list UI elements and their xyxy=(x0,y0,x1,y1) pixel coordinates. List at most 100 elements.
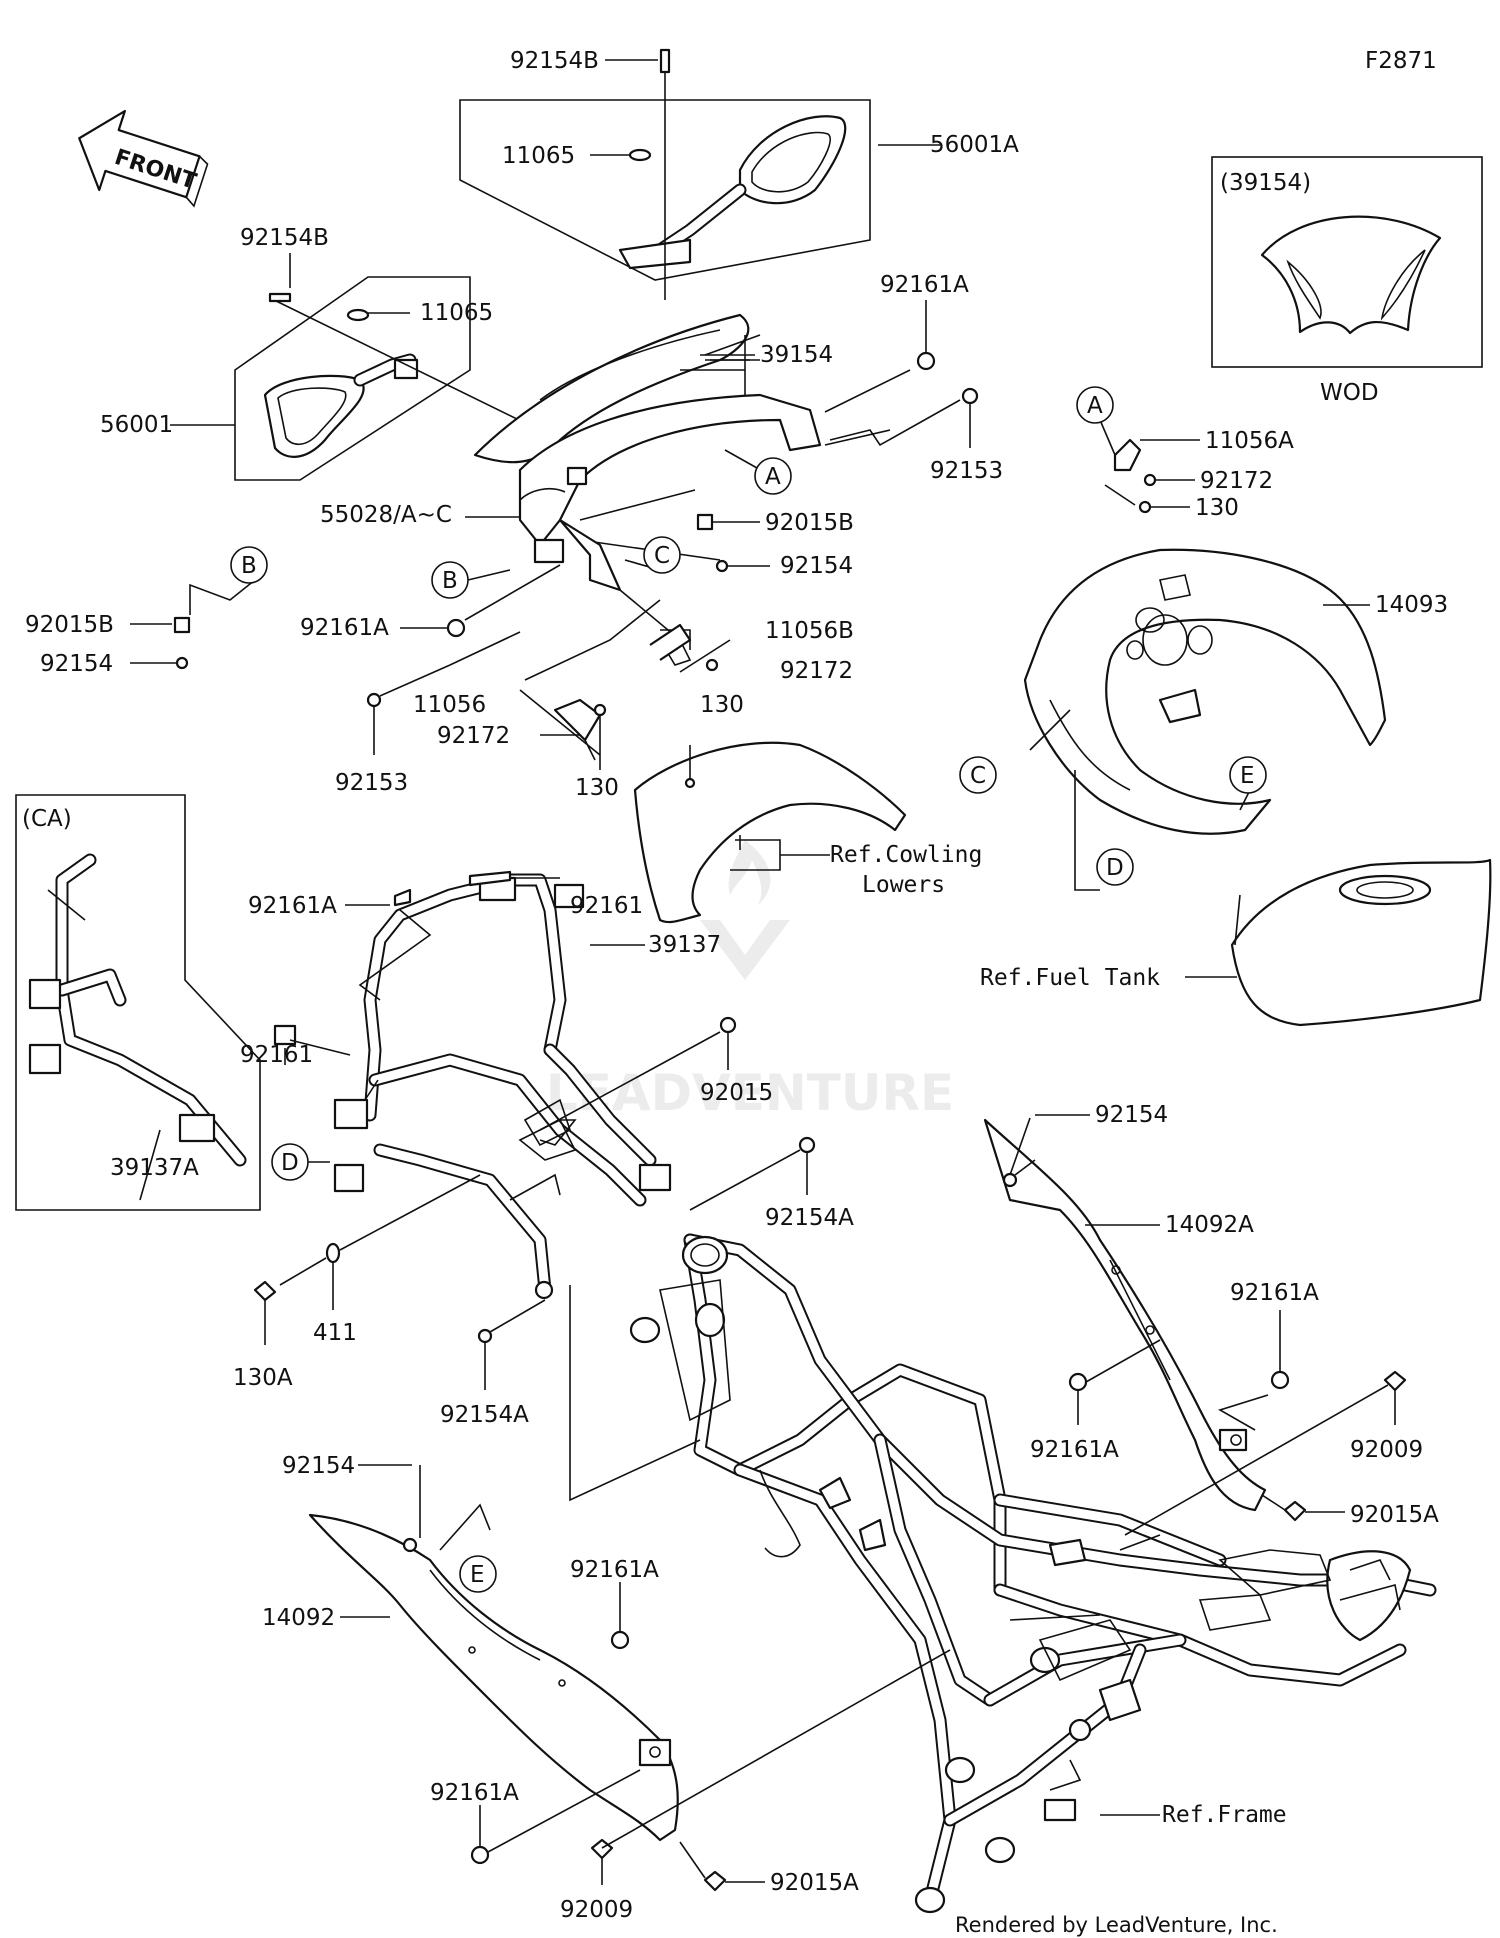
part-label-92154-bottom: 92154 xyxy=(282,1453,355,1479)
part-label-92172-left: 92172 xyxy=(437,723,510,749)
fastener-group-right xyxy=(1068,1310,1407,1536)
side-cover-left-14092 xyxy=(308,1464,679,1842)
part-label-92015b-left: 92015B xyxy=(25,612,114,638)
part-label-55028: 55028/A~C xyxy=(320,502,452,528)
figure-code: F2871 xyxy=(1365,48,1437,74)
part-label-92172-right: 92172 xyxy=(780,658,853,684)
callout-b-center: B xyxy=(431,561,511,599)
ca-inset-box: (CA) 39137A xyxy=(15,794,261,1211)
svg-text:C: C xyxy=(970,763,986,789)
fastener-group-b xyxy=(130,579,256,670)
part-label-92154-center: 92154 xyxy=(780,553,853,579)
callout-e-left: E xyxy=(459,1555,497,1593)
svg-text:A: A xyxy=(1087,393,1103,419)
mirror-right-group xyxy=(459,48,940,300)
part-label-39154: 39154 xyxy=(760,342,833,368)
part-label-130-a: 130 xyxy=(1195,495,1239,521)
callout-a-upper: A xyxy=(724,449,792,495)
part-label-92161-top: 92161 xyxy=(570,893,643,919)
part-label-92015: 92015 xyxy=(700,1080,773,1106)
part-label-11056b: 11056B xyxy=(765,618,854,644)
part-label-56001a: 56001A xyxy=(930,132,1019,158)
part-label-92015a-bottom: 92015A xyxy=(770,1870,859,1896)
variant-label: WOD xyxy=(1320,380,1379,406)
wod-windshield-shape xyxy=(1260,215,1442,335)
upper-frame-39137 xyxy=(333,873,672,1300)
callout-d-left: D xyxy=(271,1143,309,1181)
svg-text:B: B xyxy=(241,553,257,579)
part-label-92015b-center: 92015B xyxy=(765,510,854,536)
main-frame xyxy=(629,1233,1437,1914)
front-arrow: FRONT xyxy=(78,109,209,208)
ca-label: (CA) xyxy=(22,806,72,832)
part-label-92154-left: 92154 xyxy=(40,651,113,677)
part-label-92154b-top: 92154B xyxy=(510,48,599,74)
part-label-92161a-upper: 92161A xyxy=(880,272,969,298)
svg-text:B: B xyxy=(442,568,458,594)
fastener-group-left xyxy=(470,1582,951,1892)
svg-text:E: E xyxy=(470,1562,485,1588)
part-label-92009-bottom: 92009 xyxy=(560,1897,633,1923)
side-cover-right-14092a xyxy=(983,1114,1267,1512)
mirror-left-housing xyxy=(263,374,365,458)
part-label-56001: 56001 xyxy=(100,412,173,438)
part-label-14092: 14092 xyxy=(262,1605,335,1631)
ref-cowling-lowers-line1: Ref.Cowling xyxy=(830,842,982,868)
part-label-92161a-frame: 92161A xyxy=(248,893,337,919)
part-label-92153-upper: 92153 xyxy=(930,458,1003,484)
callout-b-left: B xyxy=(230,546,268,584)
fuel-tank-ref xyxy=(1185,858,1492,1027)
mirror-right-housing xyxy=(738,115,847,205)
part-label-92161a-right-top: 92161A xyxy=(1230,1280,1319,1306)
part-label-14093: 14093 xyxy=(1375,592,1448,618)
stay-bracket-group xyxy=(366,518,731,770)
credit-text: Rendered by LeadVenture, Inc. xyxy=(955,1913,1278,1937)
svg-text:E: E xyxy=(1240,763,1255,789)
part-label-92009-right: 92009 xyxy=(1350,1437,1423,1463)
part-label-92161a-stay: 92161A xyxy=(300,615,389,641)
part-label-11056a: 11056A xyxy=(1205,428,1294,454)
part-label-92154a-left: 92154A xyxy=(440,1402,529,1428)
ref-fuel-tank: Ref.Fuel Tank xyxy=(980,965,1160,991)
part-label-130-left: 130 xyxy=(575,775,619,801)
fastener-92154a-right xyxy=(689,1136,816,1211)
inner-cowl-55028 xyxy=(518,393,822,547)
part-label-92154-right: 92154 xyxy=(1095,1102,1168,1128)
watermark-logo: LEADVENTURE xyxy=(546,840,954,1122)
fastener-group-130a xyxy=(253,1174,546,1390)
callout-a-right: A xyxy=(1076,386,1114,424)
svg-text:C: C xyxy=(654,543,670,569)
part-label-39137a: 39137A xyxy=(110,1155,199,1181)
fastener-group-a xyxy=(1099,419,1200,514)
part-label-130a: 130A xyxy=(233,1365,293,1391)
part-label-11065-left: 11065 xyxy=(420,300,493,326)
svg-text:A: A xyxy=(765,464,781,490)
part-label-92161a-right: 92161A xyxy=(1030,1437,1119,1463)
fastener-group-frame xyxy=(273,870,560,1101)
part-label-92015a-right: 92015A xyxy=(1350,1502,1439,1528)
svg-text:D: D xyxy=(281,1150,299,1176)
ref-cowling-lowers-line2: Lowers xyxy=(862,872,945,898)
part-label-11056: 11056 xyxy=(413,692,486,718)
ref-frame: Ref.Frame xyxy=(1162,1802,1287,1828)
callout-c-center: C xyxy=(643,536,681,574)
part-label-92161a-bottom-left: 92161A xyxy=(430,1780,519,1806)
part-label-92161-left: 92161 xyxy=(240,1042,313,1068)
part-label-92153-left: 92153 xyxy=(335,770,408,796)
part-label-39137: 39137 xyxy=(648,932,721,958)
part-label-92154b-left: 92154B xyxy=(240,225,329,251)
fastener-92015 xyxy=(518,1016,737,1161)
fastener-group-upper xyxy=(824,300,979,448)
part-label-14092a: 14092A xyxy=(1165,1212,1254,1238)
part-label-92172-a: 92172 xyxy=(1200,468,1273,494)
svg-text:D: D xyxy=(1106,855,1124,881)
callout-d-right: D xyxy=(1096,848,1134,886)
leader-d-upper xyxy=(1074,770,1100,891)
windshield-assembly xyxy=(473,313,891,564)
variant-code-label: (39154) xyxy=(1220,170,1311,196)
cowling-lowers-ref xyxy=(633,741,907,924)
inner-cover-14093 xyxy=(1023,548,1387,835)
part-label-411: 411 xyxy=(313,1320,357,1346)
watermark-text: LEADVENTURE xyxy=(546,1064,954,1122)
